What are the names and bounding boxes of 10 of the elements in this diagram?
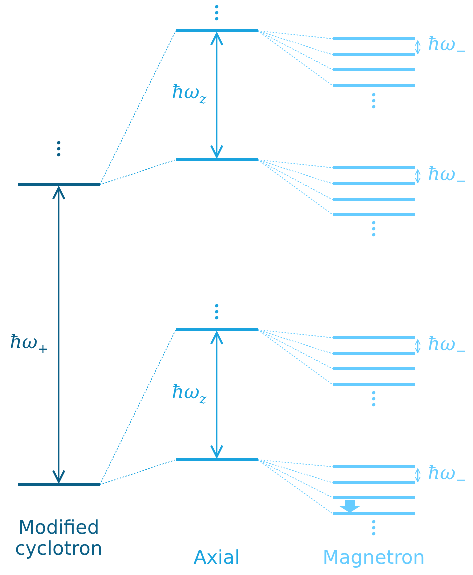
- energy-spacing-label: ħω$_{−}$: [428, 463, 467, 489]
- energy-spacing-label: ħω$_{+}$: [10, 332, 49, 358]
- column-label: Modified cyclotron: [14, 518, 104, 560]
- column-label: Magnetron: [322, 548, 426, 569]
- energy-spacing-label: ħω$_{z}$: [172, 382, 207, 408]
- column-label: Axial: [192, 548, 242, 569]
- energy-spacing-label: ħω$_{−}$: [428, 34, 467, 60]
- energy-spacing-label: ħω$_{−}$: [428, 334, 467, 360]
- energy-spacing-label: ħω$_{−}$: [428, 164, 467, 190]
- energy-spacing-label: ħω$_{z}$: [172, 82, 207, 108]
